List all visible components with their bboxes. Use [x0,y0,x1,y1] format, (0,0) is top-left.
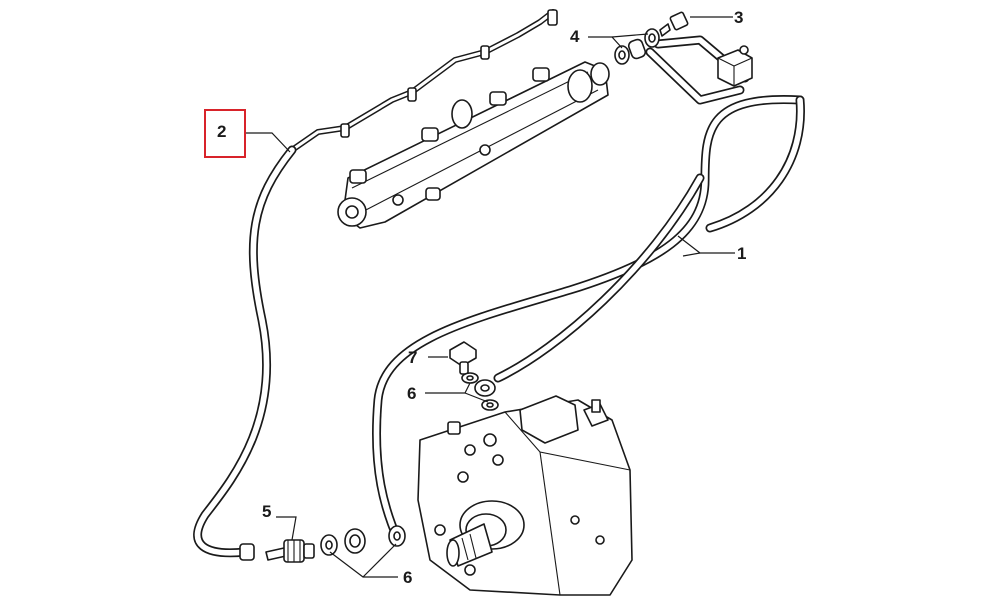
washers-6-upper [461,372,499,411]
banjo-bolt-7 [449,341,477,375]
leader-lines [245,16,735,578]
fuel-rail [337,61,610,229]
t-fitting [717,45,753,87]
leak-off-pipe [289,9,558,153]
callout-6-upper: 6 [407,384,416,403]
callout-1: 1 [737,244,746,263]
washers-6-lower [320,525,406,556]
callout-5: 5 [262,502,271,521]
callout-3: 3 [734,8,743,27]
callout-2: 2 [217,122,226,141]
callout-7: 7 [408,348,417,367]
bolt-3 [659,11,689,37]
fuel-pump [417,395,633,596]
washers-4 [614,28,660,65]
highlight-box-2 [204,109,246,158]
callout-6-lower: 6 [403,568,412,587]
hose-1 [372,35,805,545]
callout-4: 4 [570,27,580,46]
hose-2 [193,145,297,561]
fitting-5 [265,539,315,563]
